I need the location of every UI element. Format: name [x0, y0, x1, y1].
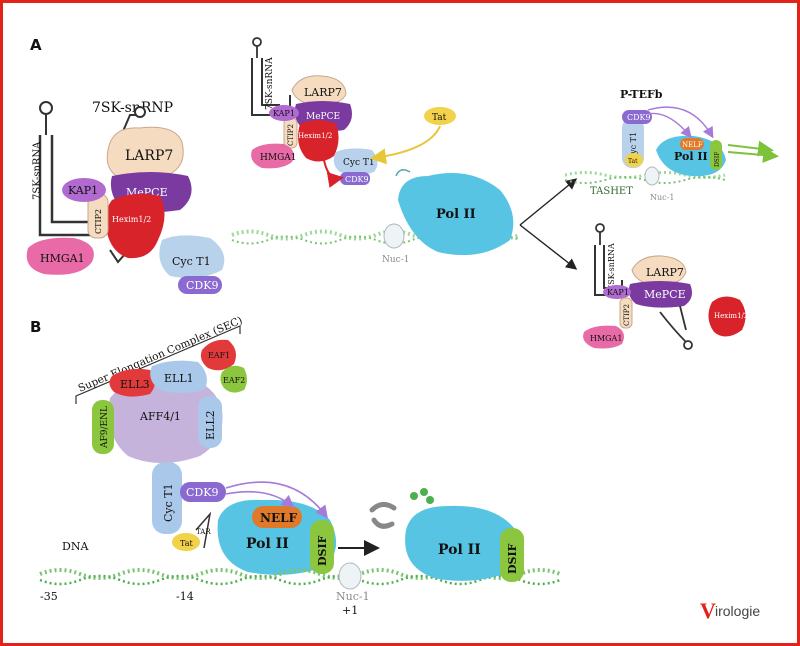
tat-label-b: Tat — [180, 539, 193, 548]
hexim-label-3: Hexim1/2 — [714, 312, 748, 320]
hmga1-protein — [26, 237, 94, 275]
af9-label: AF9/ENL — [100, 406, 110, 449]
tar-label: TAR — [196, 528, 211, 536]
nelf-label-b: NELF — [260, 511, 298, 525]
pos-plus1: +1 — [342, 604, 358, 617]
hmga1-label-3: HMGA1 — [590, 334, 622, 343]
hexim-label: Hexim1/2 — [112, 215, 151, 224]
snrnp-title: 7SK-snRNP — [92, 100, 173, 116]
tat-label-2: Tat — [628, 158, 638, 165]
cdk9-protein-b — [180, 482, 226, 502]
cyct1-label-2: Cyc T1 — [343, 158, 375, 168]
dsif-label: DSIF — [714, 152, 721, 167]
ctip2-label-3: CTIP2 — [623, 304, 631, 326]
ell1-protein — [150, 360, 207, 393]
eaf2-protein — [220, 365, 247, 393]
mepce-label-3: MePCE — [644, 288, 686, 301]
polii-label-elong: Pol II — [438, 542, 481, 558]
cyct1-label-b: Cyc T1 — [162, 483, 175, 522]
tat-protein-b — [172, 533, 200, 551]
polii-paused: Pol II NELF DSIF — [217, 481, 337, 575]
eaf1-protein — [200, 339, 236, 371]
pos-minus14: -14 — [176, 590, 194, 603]
cyct1-label-3: Cyc T1 — [629, 132, 638, 160]
cdk9-label-3: CDK9 — [627, 113, 651, 122]
cyct1-protein — [159, 235, 225, 278]
rna-label: 7SK-snRNA — [32, 141, 43, 200]
larp7-label-2: LARP7 — [304, 86, 342, 99]
hmga1-label-2: HMGA1 — [260, 153, 296, 163]
rna-label-3: 7SK-snRNA — [607, 243, 616, 290]
kap1-label-3: KAP1 — [607, 288, 629, 297]
middle-dna-polii: Nuc-1 Pol II — [231, 169, 521, 265]
mepce-label-2: MePCE — [306, 112, 340, 122]
tat-protein — [424, 107, 456, 125]
cyct1-label: Cyc T1 — [172, 255, 211, 268]
cdk9-label-b: CDK9 — [186, 486, 218, 499]
larp7-label: LARP7 — [125, 148, 173, 164]
dna-label: DNA — [62, 540, 89, 553]
eaf1-label: EAF1 — [208, 351, 230, 360]
hexim-free-protein — [708, 296, 746, 337]
nelf-label: NELF — [682, 141, 703, 149]
virologie-logo: V irologie — [700, 598, 760, 623]
kap1-protein — [62, 178, 106, 202]
ptefb-label: P-TEFb — [620, 88, 663, 101]
pos-minus35: -35 — [40, 590, 58, 603]
logo-text: irologie — [715, 603, 760, 619]
nuc1-label-b: Nuc-1 — [336, 590, 370, 603]
aff4-protein — [108, 375, 223, 463]
dsif-label-b: DSIF — [316, 535, 329, 566]
larp7-label-3: LARP7 — [646, 266, 684, 279]
ell3-protein — [109, 368, 155, 397]
panel-b-label: B — [30, 318, 41, 336]
eaf2-label: EAF2 — [223, 376, 245, 385]
snrnp-complex-1: 7SK-snRNA LARP7 MePCE Hexim1/2 CTIP2 KAP… — [26, 101, 225, 294]
ell1-label: ELL1 — [164, 372, 194, 385]
larp7-protein — [106, 126, 184, 179]
snrnp-complex-2: 7SK-snRNA LARP7 MePCE Hexim1/2 CTIP2 KAP… — [251, 37, 456, 188]
hmga1-label: HMGA1 — [40, 252, 85, 265]
polii-label-2: Pol II — [674, 150, 708, 163]
branch-arrow-up — [519, 178, 578, 226]
logo-initial: V — [700, 598, 716, 623]
snrnp-released: 7SK-snRNA LARP7 MePCE KAP1 CTIP2 HMGA1 H… — [583, 223, 748, 350]
ptefb-active: P-TEFb TASHET Nuc-1 Cyc T1 CDK9 Tat Pol … — [564, 88, 779, 202]
ell3-label: ELL3 — [120, 378, 150, 391]
ell2-label: ELL2 — [204, 410, 217, 440]
dna-strand-b — [39, 562, 561, 590]
dsif-label-elong: DSIF — [506, 543, 519, 574]
polii-protein — [398, 173, 514, 256]
kap1-label: KAP1 — [68, 184, 98, 197]
hexim-protein — [105, 193, 165, 259]
af9-protein — [92, 400, 114, 454]
polii-elongating: Pol II DSIF — [369, 488, 524, 582]
hexim-protein-2 — [298, 120, 339, 162]
tashet-label: TASHET — [590, 186, 633, 197]
panel-a-label: A — [30, 36, 42, 54]
aff4-label: AFF4/1 — [139, 410, 181, 423]
branch-arrow-down — [519, 224, 578, 270]
cyct1-protein-b — [152, 462, 182, 534]
ctip2-label-2: CTIP2 — [287, 124, 295, 146]
cdk9-label-2: CDK9 — [345, 175, 369, 184]
kap1-label-2: KAP1 — [273, 109, 295, 118]
nuc1-label: Nuc-1 — [382, 255, 409, 265]
rna-label-2: 7SK-snRNA — [265, 57, 275, 110]
cdk9-protein — [178, 276, 222, 294]
cdk9-label: CDK9 — [186, 279, 218, 292]
hexim-label-2: Hexim1/2 — [298, 132, 332, 140]
ell2-protein — [198, 396, 222, 448]
ctip2-label: CTIP2 — [94, 209, 103, 234]
polii-label: Pol II — [436, 207, 476, 222]
nuc1-label-2: Nuc-1 — [650, 193, 674, 202]
tat-label: Tat — [432, 113, 447, 123]
polii-label-b: Pol II — [246, 536, 289, 552]
